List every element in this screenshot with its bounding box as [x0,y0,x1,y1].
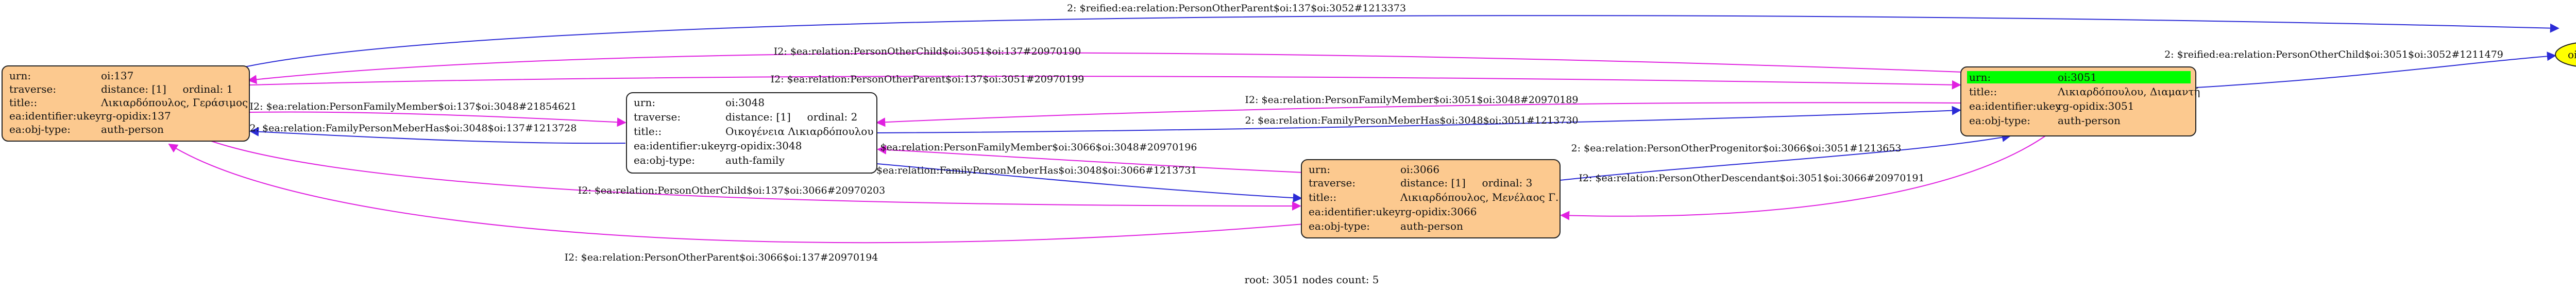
node-3048-key-1: traverse: [634,111,681,123]
node-137-val-0: oi:137 [101,70,133,82]
edge-e8 [876,106,1961,133]
node-oi-3066[interactable]: urn: oi:3066 traverse: distance: [1] ord… [1301,159,1561,238]
node-3066-val-4: auth-person [1400,220,1463,232]
edge-e12 [1560,135,2046,220]
node-3048-key-4: ea:obj-type: [634,154,695,166]
node-137-val-3: rg-opidix:137 [101,110,171,122]
node-oi-3048[interactable]: urn: oi:3048 traverse: distance: [1] ord… [626,92,877,174]
node-3066-val-2: Λικιαρδόπουλος, Μενέλαος Γ. [1400,191,1558,203]
edge-label-e1: 2: $reified:ea:relation:PersonOtherParen… [1067,3,1406,14]
node-3066-val-3: rg-opidix:3066 [1400,205,1477,218]
node-3051-val-3: auth-person [2058,114,2121,127]
edge-label-e6: 2: $ea:relation:FamilyPersonMeberHas$oi:… [250,123,577,134]
edge-label-e14: I2: $ea:relation:PersonOtherParent$oi:30… [565,252,878,263]
edge-label-e12: I2: $ea:relation:PersonOtherDescendant$o… [1579,173,1924,184]
node-137-key-0: urn: [9,70,31,82]
node-137-key-4: ea:obj-type: [9,123,71,135]
edge-label-e10: 2: $ea:relation:FamilyPersonMeberHas$oi:… [863,165,1197,176]
edge-e14 [168,144,1304,244]
node-3066-key-3: ea:identifier:ukey [1309,205,1401,218]
node-3051-key-3: ea:obj-type: [1969,114,2030,127]
edge-e4 [2195,51,2556,88]
edge-e7 [876,102,1961,127]
edge-e10 [876,163,1302,203]
node-137-val-1: distance: [1] ordinal: 1 [101,83,233,95]
edge-label-e8: 2: $ea:relation:FamilyPersonMeberHas$oi:… [1245,115,1578,126]
edge-e9 [877,145,1304,173]
node-oi-3051[interactable]: urn: oi:3051 title:: Λικιαρδόπουλου, Δια… [1960,66,2200,136]
node-3066-val-1: distance: [1] ordinal: 3 [1400,177,1532,189]
node-3066-key-1: traverse: [1309,177,1355,189]
edge-e11 [1560,132,2011,181]
node-3048-val-4: auth-family [725,154,785,166]
edge-label-e4: 2: $reified:ea:relation:PersonOtherChild… [2164,49,2503,60]
node-oi-137[interactable]: urn: oi:137 traverse: distance: [1] ordi… [2,65,250,142]
edge-e3 [249,76,1961,90]
node-137-val-2: Λικιαρδόπουλος, Γεράσιμος [100,96,248,109]
node-3048-val-3: rg-opidix:3048 [725,140,802,152]
node-3051-key-2: ea:identifier:ukey [1969,100,2061,112]
node-oi-3052[interactable]: oi:3052 [2555,42,2576,67]
graph-footer: root: 3051 nodes count: 5 [1244,273,1379,286]
node-3051-key-0: urn: [1969,71,1991,83]
node-3051-key-1: title:: [1969,85,1997,98]
edge-e5 [249,111,626,127]
edge-label-e3: I2: $ea:relation:PersonOtherParent$oi:13… [771,74,1084,85]
edge-label-e13: I2: $ea:relation:PersonOtherChild$oi:137… [578,185,885,196]
node-3066-val-0: oi:3066 [1400,163,1439,176]
node-3051-val-0: oi:3051 [2058,71,2097,83]
node-3066-key-0: urn: [1309,163,1330,176]
node-3051-val-1: Λικιαρδόπουλου, Διαμαντή [2057,85,2200,98]
node-3048-key-2: title:: [634,125,662,138]
edge-e6 [249,127,626,144]
node-137-key-1: traverse: [9,83,56,95]
node-3048-key-0: urn: [634,96,655,109]
node-3048-val-0: oi:3048 [725,96,765,109]
edge-label-e11: 2: $ea:relation:PersonOtherProgenitor$oi… [1571,143,1901,154]
node-137-val-4: auth-person [101,123,164,135]
node-3066-key-4: ea:obj-type: [1309,220,1370,232]
edge-label-e2: I2: $ea:relation:PersonOtherChild$oi:305… [774,46,1081,57]
node-3051-val-2: rg-opidix:3051 [2058,100,2134,112]
node-3048-val-1: distance: [1] ordinal: 2 [725,111,857,123]
node-137-key-3: ea:identifier:ukey [9,110,101,122]
edge-label-e7: I2: $ea:relation:PersonFamilyMember$oi:3… [1245,94,1579,106]
node-3052-label: oi:3052 [2568,48,2576,61]
node-3066-key-2: title:: [1309,191,1336,203]
edge-label-e9: I2: $ea:relation:PersonFamilyMember$oi:3… [864,142,1197,153]
node-3051-highlight [1967,71,2191,83]
edge-e2 [247,52,1963,84]
node-3048-val-2: Οικογένεια Λικιαρδόπουλου [725,125,874,138]
node-3048-key-3: ea:identifier:ukey [634,140,726,152]
edge-label-e5: I2: $ea:relation:PersonFamilyMember$oi:1… [250,101,577,112]
edge-e1 [226,15,2560,72]
node-137-key-2: title:: [9,96,37,109]
edge-e13 [211,141,1301,211]
